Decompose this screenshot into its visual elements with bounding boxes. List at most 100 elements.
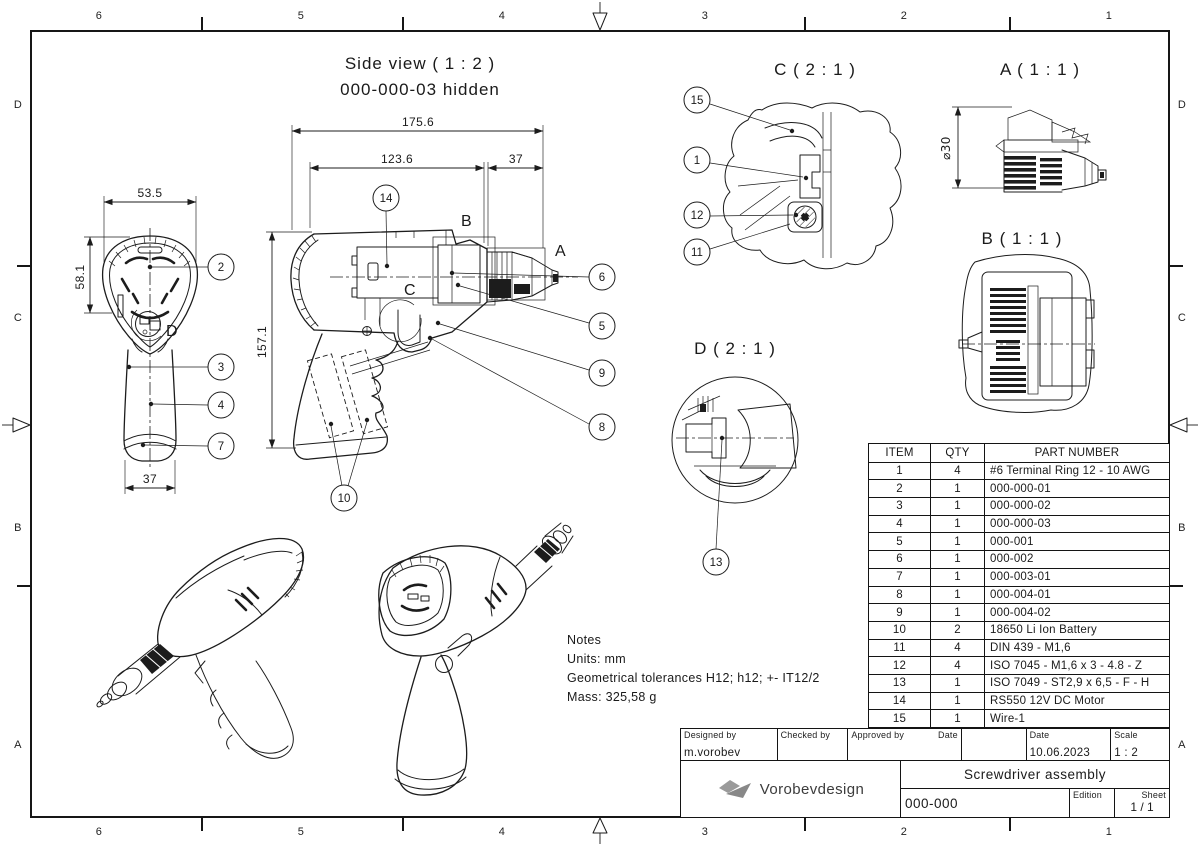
zone-tick: [402, 818, 404, 831]
callout-9: 9: [435, 320, 616, 387]
table-cell: RS550 12V DC Motor: [984, 692, 1169, 710]
callout-6: 6: [449, 263, 616, 291]
table-cell: 000-000-03: [984, 515, 1169, 533]
dimension-width: 53.5: [138, 186, 163, 200]
zone-label-right: C: [1177, 312, 1187, 324]
zone-tick: [402, 17, 404, 30]
table-cell: 1: [930, 710, 984, 727]
svg-text:12: 12: [691, 210, 704, 222]
table-cell: 1: [930, 551, 984, 568]
date-label: Date: [1029, 730, 1050, 740]
callout-8: 8: [427, 335, 616, 441]
isometric-view-2: [378, 522, 574, 796]
table-cell: 11: [893, 641, 906, 654]
svg-text:15: 15: [691, 95, 704, 107]
empty-cell: [962, 729, 1027, 760]
zone-label-bottom: 5: [297, 826, 305, 838]
zone-label-top: 4: [498, 10, 506, 22]
callout-3: 3: [126, 353, 235, 381]
dimension-head-height: 58.1: [73, 265, 87, 290]
table-cell: 1: [930, 533, 984, 551]
table-cell: 000-001: [984, 533, 1169, 551]
table-cell: 1: [930, 498, 984, 515]
dimension-body-length: 123.6: [381, 152, 413, 166]
detail-a-drawing: ⌀30: [939, 106, 1107, 193]
dimension-total-length: 175.6: [402, 115, 434, 129]
zone-label-right: D: [1177, 99, 1187, 111]
table-cell: 1: [930, 515, 984, 533]
section-label-b: B: [461, 213, 472, 230]
table-header-cell: PART NUMBER: [984, 444, 1169, 462]
table-cell: 7: [896, 571, 903, 584]
zone-label-left: C: [13, 312, 23, 324]
scale-value: 1 : 2: [1114, 747, 1139, 759]
drawing-number: 000-000: [901, 789, 1070, 817]
svg-text:9: 9: [599, 368, 605, 380]
table-cell: 1: [930, 604, 984, 621]
zone-label-bottom: 3: [701, 826, 709, 838]
callout-15: 15: [683, 86, 795, 134]
table-cell: 10: [892, 624, 907, 637]
edition-label: Edition: [1073, 790, 1102, 800]
zone-tick: [201, 17, 203, 30]
date-value: 10.06.2023: [1029, 747, 1091, 759]
table-cell: 14: [892, 694, 907, 707]
detail-b-drawing: [958, 254, 1095, 413]
svg-text:10: 10: [338, 493, 351, 505]
table-cell: 8: [896, 588, 903, 601]
section-label-a: A: [555, 243, 566, 260]
table-cell: 3: [896, 500, 903, 513]
title-block-approvals-row: Designed by m.vorobev Checked by Approve…: [681, 729, 1169, 761]
notes-block: Notes Units: mm Geometrical tolerances H…: [567, 631, 820, 707]
back-view-rim-ribs: [108, 236, 191, 267]
zone-label-left: B: [14, 522, 22, 534]
svg-text:4: 4: [218, 400, 225, 412]
zone-label-right: A: [1178, 739, 1186, 751]
table-cell: ISO 7049 - ST2,9 x 6,5 - F - H: [984, 674, 1169, 692]
isometric-view-1: [96, 537, 305, 759]
table-header-cell: ITEM: [885, 446, 914, 459]
svg-text:3: 3: [218, 362, 224, 374]
table-cell: 4: [930, 639, 984, 657]
callout-5: 5: [455, 282, 616, 340]
table-cell: Wire-1: [984, 710, 1169, 727]
company-name: Vorobevdesign: [759, 780, 865, 798]
section-label-c: C: [404, 282, 416, 299]
notes-line: Notes: [567, 633, 602, 647]
callout-13: 13: [702, 435, 730, 576]
zone-label-bottom: 2: [900, 826, 908, 838]
table-cell: 1: [930, 480, 984, 498]
sheet-frame: [30, 30, 1170, 818]
svg-text:7: 7: [218, 441, 224, 453]
title-block: Designed by m.vorobev Checked by Approve…: [680, 728, 1170, 818]
scale-cell: Scale 1 : 2: [1111, 729, 1169, 760]
zone-label-bottom: 1: [1105, 826, 1113, 838]
table-cell: 15: [892, 712, 907, 725]
section-label-d: D: [166, 323, 178, 340]
detail-a-title: A ( 1 : 1 ): [1000, 60, 1080, 79]
table-cell: 1: [930, 674, 984, 692]
svg-text:1: 1: [694, 155, 700, 167]
callout-11: 11: [683, 223, 791, 266]
svg-text:2: 2: [218, 262, 224, 274]
gear-ribs: [990, 288, 1026, 393]
side-view-drawing: C B A: [255, 115, 616, 512]
svg-text:11: 11: [691, 247, 703, 259]
callout-12: 12: [683, 201, 799, 229]
table-cell: 2: [930, 621, 984, 639]
zone-tick: [1009, 17, 1011, 30]
checked-by-cell: Checked by: [778, 729, 849, 760]
sheet-label: Sheet: [1141, 790, 1166, 800]
zone-label-left: A: [14, 739, 22, 751]
callout-2: 2: [147, 253, 235, 281]
table-header-cell: QTY: [930, 444, 984, 462]
dimension-chuck-length: 37: [509, 152, 523, 166]
zone-tick: [1009, 818, 1011, 831]
callout-4: 4: [148, 391, 235, 419]
sheet-value: 1 / 1: [1130, 800, 1154, 814]
zone-tick: [17, 265, 30, 267]
